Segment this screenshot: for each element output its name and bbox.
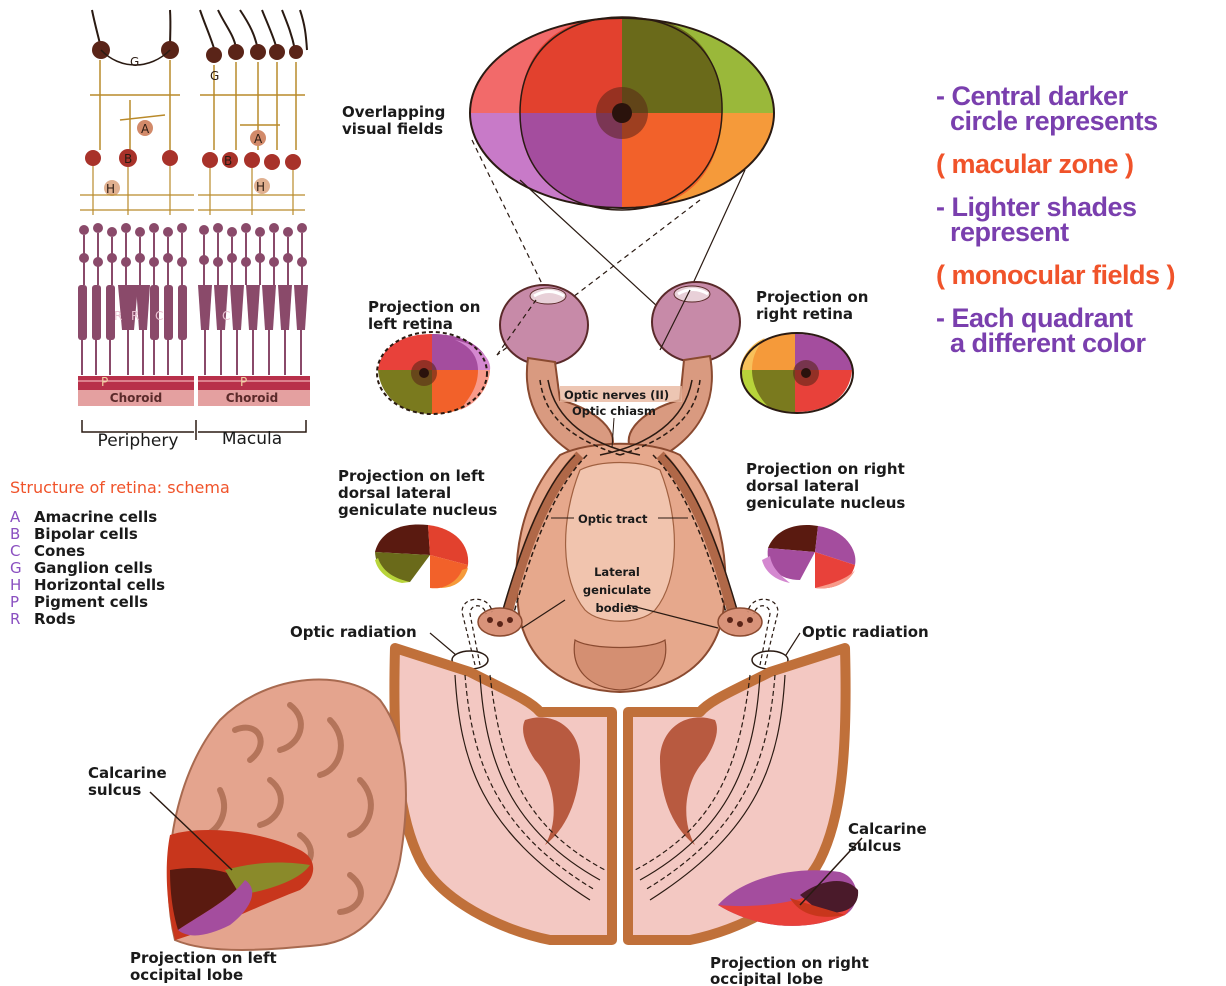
right-eye bbox=[652, 282, 740, 362]
note-lighter: - Lighter shades represent bbox=[936, 195, 1221, 245]
proj-left-lgn-3: geniculate nucleus bbox=[338, 501, 497, 519]
proj-right-retina-2: right retina bbox=[756, 305, 853, 323]
legend-title: Structure of retina: schema bbox=[10, 478, 230, 497]
optic-tract-label: Optic tract bbox=[578, 512, 648, 526]
legend-key: A bbox=[10, 509, 34, 526]
proj-left-retina-2: left retina bbox=[368, 315, 453, 333]
retina-letter-a-macula: A bbox=[254, 132, 263, 146]
legend-label: Bipolar cells bbox=[34, 525, 138, 543]
retina-letter-p: P bbox=[101, 375, 108, 389]
retina-letter-c: C bbox=[155, 309, 163, 323]
note-quadrant: - Each quadrant a different color bbox=[936, 306, 1221, 356]
proj-right-lgn-3: geniculate nucleus bbox=[746, 494, 905, 512]
proj-right-lgn-2: dorsal lateral bbox=[746, 477, 859, 495]
legend-label: Amacrine cells bbox=[34, 508, 157, 526]
legend-key: R bbox=[10, 611, 34, 628]
proj-left-occipital-1: Projection on left bbox=[130, 949, 277, 967]
retina-letter-b-macula: B bbox=[224, 154, 232, 168]
legend-label: Rods bbox=[34, 610, 76, 628]
periphery-label: Periphery bbox=[98, 431, 179, 451]
macula-label: Macula bbox=[222, 429, 282, 449]
proj-right-retina-1: Projection on bbox=[756, 288, 868, 306]
proj-right-occipital-2: occipital lobe bbox=[710, 970, 823, 986]
legend-label: Horizontal cells bbox=[34, 576, 165, 594]
note-macular-zone: ( macular zone ) bbox=[936, 152, 1221, 177]
retina-letter-h: H bbox=[106, 182, 115, 196]
legend-key: H bbox=[10, 577, 34, 594]
calcarine-left-1: Calcarine bbox=[88, 764, 167, 782]
optic-nerves-label: Optic nerves (II) bbox=[564, 388, 669, 402]
left-lgn-projection bbox=[375, 524, 468, 588]
calcarine-left-2: sulcus bbox=[88, 781, 141, 799]
note-central-line2: circle represents bbox=[950, 106, 1158, 136]
optic-radiation-left-label: Optic radiation bbox=[290, 623, 417, 641]
lateral-geniculate-3: bodies bbox=[596, 601, 639, 615]
retina-schema: G G A A B B H H R R C C P P Choroid Chor… bbox=[78, 10, 310, 451]
retina-letter-r2: R bbox=[131, 309, 139, 323]
note-central: - Central darker circle represents bbox=[936, 84, 1221, 134]
proj-left-lgn-2: dorsal lateral bbox=[338, 484, 451, 502]
proj-left-retina-1: Projection on bbox=[368, 298, 480, 316]
retina-letter-p-macula: P bbox=[240, 375, 247, 389]
optic-chiasm-label: Optic chiasm bbox=[572, 404, 656, 418]
retina-letter-h-macula: H bbox=[256, 180, 265, 194]
calcarine-right-1: Calcarine bbox=[848, 820, 927, 838]
legend-key: P bbox=[10, 594, 34, 611]
calcarine-right-2: sulcus bbox=[848, 837, 901, 855]
overlapping-label-1: Overlapping bbox=[342, 103, 445, 121]
right-lgn-projection bbox=[762, 525, 855, 588]
legend-label: Ganglion cells bbox=[34, 559, 153, 577]
legend-label: Cones bbox=[34, 542, 85, 560]
left-occipital-hemisphere bbox=[150, 680, 406, 950]
note-lighter-line2: represent bbox=[950, 217, 1069, 247]
left-retina-projection bbox=[377, 332, 490, 414]
choroid-label-periphery: Choroid bbox=[110, 391, 162, 405]
left-cortex-section bbox=[394, 648, 612, 940]
legend-key: B bbox=[10, 526, 34, 543]
optic-radiation-right-label: Optic radiation bbox=[802, 623, 929, 641]
overlapping-label-2: visual fields bbox=[342, 120, 443, 138]
note-monocular-fields: ( monocular fields ) bbox=[936, 263, 1221, 288]
proj-right-lgn-1: Projection on right bbox=[746, 460, 905, 478]
proj-left-lgn-1: Projection on left bbox=[338, 467, 485, 485]
retina-letter-g-macula: G bbox=[210, 69, 219, 83]
proj-left-occipital-2: occipital lobe bbox=[130, 966, 243, 984]
retina-letter-b: B bbox=[124, 152, 132, 166]
retina-letter-r: R bbox=[114, 309, 122, 323]
notes-panel: - Central darker circle represents ( mac… bbox=[936, 84, 1221, 374]
legend-key: G bbox=[10, 560, 34, 577]
retina-letter-g: G bbox=[130, 55, 139, 69]
right-retina-projection bbox=[740, 333, 853, 413]
retina-letter-c-macula: C bbox=[222, 309, 230, 323]
lateral-geniculate-1: Lateral bbox=[594, 565, 640, 579]
legend-label: Pigment cells bbox=[34, 593, 148, 611]
choroid-label-macula: Choroid bbox=[226, 391, 278, 405]
lateral-geniculate-2: geniculate bbox=[583, 583, 651, 597]
legend-key: C bbox=[10, 543, 34, 560]
retina-letter-a: A bbox=[141, 122, 150, 136]
left-eye bbox=[500, 285, 588, 365]
note-quadrant-line2: a different color bbox=[950, 328, 1146, 358]
